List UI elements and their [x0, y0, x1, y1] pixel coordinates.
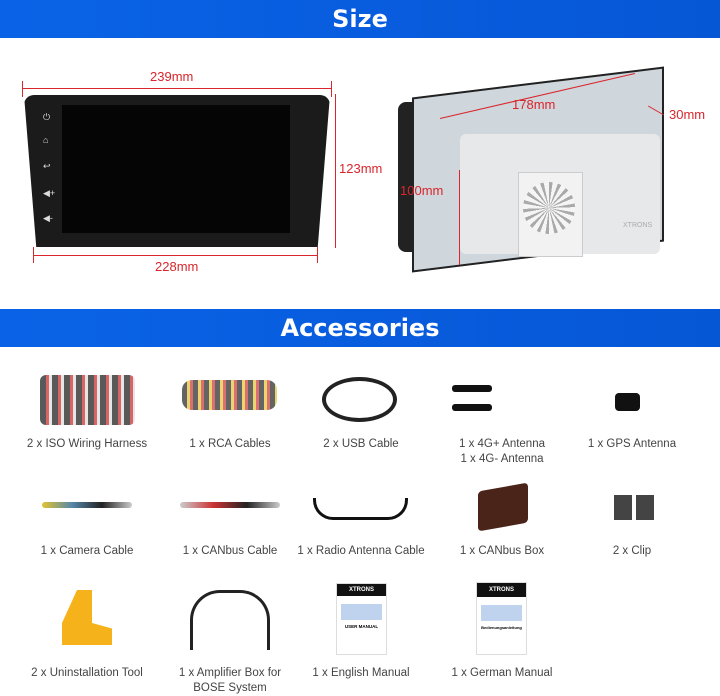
canbus-box-image [478, 482, 528, 532]
dim-depth: 30mm [669, 107, 706, 122]
accessory-label: 1 x Camera Cable [40, 545, 134, 557]
accessory-label: 1 x Radio Antenna Cable [297, 545, 425, 557]
accessory-label: 1 x RCA Cables [189, 438, 271, 450]
accessory-label-line2: BOSE System [193, 682, 267, 694]
uninstallation-tool-image [62, 590, 112, 645]
usb-cable-image [322, 377, 397, 422]
english-manual-title: USER MANUAL [344, 624, 379, 629]
accessory-label: 1 x German Manual [451, 667, 553, 679]
clip-image [614, 495, 654, 520]
volume-up-icon: ◀+ [43, 188, 56, 198]
back-icon: ↩ [43, 161, 51, 171]
accessory-label: 2 x Clip [612, 545, 652, 557]
accessory-label: 1 x GPS Antenna [587, 438, 677, 450]
accessory-label: 2 x USB Cable [323, 438, 399, 450]
amplifier-box-image [190, 590, 270, 650]
accessory-label-line1: 1 x 4G+ Antenna [459, 438, 545, 450]
german-manual-image: XTRONS Bedienungsanleitung [476, 582, 527, 655]
iso-harness-image [40, 375, 135, 425]
dim-back-width: 178mm [512, 97, 556, 112]
home-icon: ⌂ [43, 135, 49, 145]
camera-cable-image [42, 502, 132, 508]
head-unit-front-image: ⏻ ⌂ ↩ ◀+ ◀- [24, 95, 330, 247]
accessory-label: 1 x 4G+ Antenna 1 x 4G- Antenna [432, 437, 572, 467]
rear-brand: XTRONS [623, 222, 653, 229]
accessory-label: 1 x English Manual [312, 667, 410, 679]
radio-antenna-cable-image [313, 498, 408, 520]
accessory-label-line2: 1 x 4G- Antenna [460, 453, 544, 465]
dim-width-bottom: 228mm [155, 259, 199, 274]
dim-back-height: 100mm [400, 183, 444, 198]
accessory-label: 2 x Uninstallation Tool [31, 667, 143, 679]
size-banner: Size [0, 0, 720, 38]
4g-antenna-image [452, 385, 552, 415]
accessory-label: 2 x ISO Wiring Harness [26, 438, 148, 450]
accessories-banner: Accessories [0, 309, 720, 347]
rca-cables-image [182, 380, 277, 410]
size-title: Size [332, 5, 388, 33]
accessories-title: Accessories [280, 314, 440, 342]
accessory-label: 1 x CANbus Cable [182, 545, 278, 557]
volume-down-icon: ◀- [43, 213, 53, 223]
german-manual-title: Bedienungsanleitung [481, 625, 522, 630]
manual-brand: XTRONS [477, 583, 526, 597]
gps-antenna-image [615, 393, 640, 411]
canbus-cable-image [180, 502, 280, 508]
head-unit-rear-image: XTRONS [398, 66, 670, 273]
manual-brand: XTRONS [337, 584, 386, 596]
power-icon: ⏻ [43, 112, 51, 122]
dim-height: 123mm [339, 161, 383, 176]
english-manual-image: XTRONS USER MANUAL [336, 583, 387, 655]
dim-width-top: 239mm [150, 69, 194, 84]
accessory-label-line1: 1 x Amplifier Box for [178, 667, 282, 679]
accessory-label: 1 x CANbus Box [459, 545, 545, 557]
